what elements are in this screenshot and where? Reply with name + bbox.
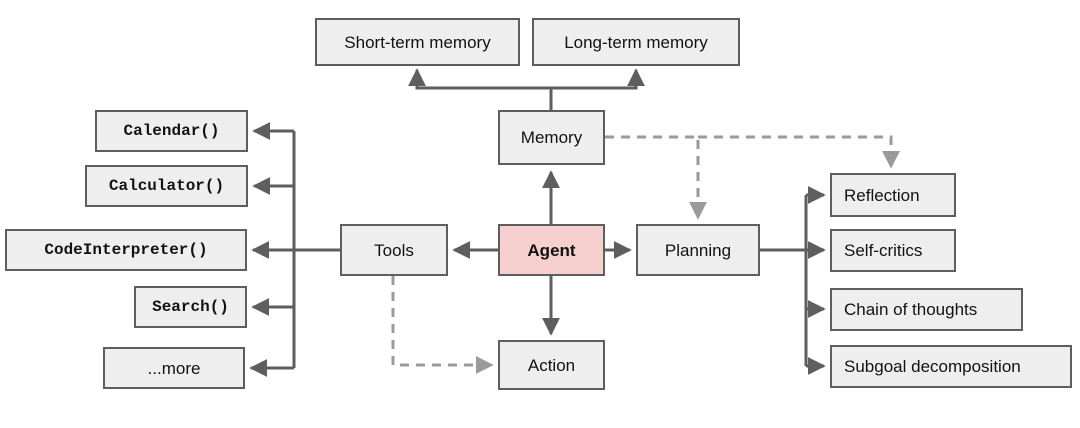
node-tools[interactable]: Tools	[340, 224, 448, 276]
node-agent[interactable]: Agent	[498, 224, 605, 276]
edge-memory-to-planning-dashed	[605, 135, 707, 220]
node-chain-of-thoughts[interactable]: Chain of thoughts	[830, 288, 1023, 331]
edge-memory-to-short-term	[408, 68, 553, 110]
node-short-term-memory[interactable]: Short-term memory	[315, 18, 520, 66]
node-subgoal-decomposition[interactable]: Subgoal decomposition	[830, 345, 1072, 388]
edge-tools-to-action-dashed	[391, 276, 494, 374]
node-code-interpreter[interactable]: CodeInterpreter()	[5, 229, 247, 271]
edge-memory-to-long-term	[551, 68, 645, 90]
node-more[interactable]: ...more	[103, 347, 245, 389]
node-planning[interactable]: Planning	[636, 224, 760, 276]
node-search[interactable]: Search()	[134, 286, 247, 328]
node-memory[interactable]: Memory	[498, 110, 605, 165]
node-calculator[interactable]: Calculator()	[85, 165, 248, 207]
node-action[interactable]: Action	[498, 340, 605, 390]
node-reflection[interactable]: Reflection	[830, 173, 956, 217]
node-calendar[interactable]: Calendar()	[95, 110, 248, 152]
node-long-term-memory[interactable]: Long-term memory	[532, 18, 740, 66]
node-self-critics[interactable]: Self-critics	[830, 229, 956, 272]
edge-memory-to-reflection-dashed	[698, 135, 900, 169]
